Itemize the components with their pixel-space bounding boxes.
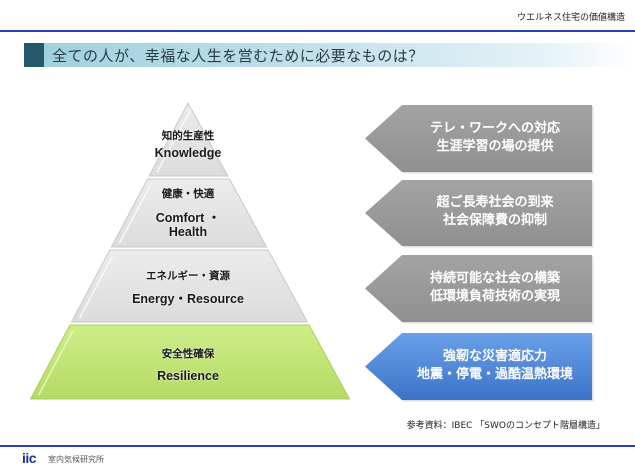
arrow-label-resilience: 強靭な災害適応力 地震・停電・過酷温熱環境	[395, 348, 595, 384]
arrow-label-knowledge: テレ・ワークへの対応 生涯学習の場の提供	[395, 120, 595, 156]
tier-energy-resource: エネルギー・資源 Energy・Resource	[98, 268, 278, 307]
heading-marker	[24, 43, 44, 67]
tier-comfort-en: Comfort ・	[155, 211, 221, 225]
tier-comfort-health: 健康・快適 Comfort ・ Health	[118, 186, 258, 239]
tier-knowledge-shape	[148, 101, 229, 177]
arrow-comfort-line1: 超ご長寿社会の到来	[436, 195, 554, 210]
arrow-energy-shape	[365, 255, 592, 322]
tier-highlight	[78, 255, 114, 319]
tier-highlight	[37, 330, 74, 396]
tier-knowledge-en: Knowledge	[154, 146, 222, 160]
footer-organization: 室内気候研究所	[48, 455, 104, 464]
arrow-energy-line2: 低環境負荷技術の実現	[429, 289, 560, 304]
tier-health-en: Health	[168, 225, 208, 239]
arrow-energy-line1: 持続可能な社会の構築	[429, 271, 560, 286]
tier-knowledge: 知的生産性 Knowledge	[128, 128, 248, 160]
arrow-resilience-shape	[365, 333, 592, 400]
iic-logo: iic	[22, 450, 37, 466]
arrow-knowledge-shape	[365, 105, 592, 172]
arrow-label-comfort: 超ご長寿社会の到来 社会保障費の抑制	[395, 194, 595, 230]
tier-resilience: 安全性確保 Resilience	[98, 346, 278, 383]
source-citation: 参考資料：IBEC 「SWOのコンセプト階層構造」	[406, 421, 605, 431]
tier-comfort-shape	[110, 178, 268, 248]
arrow-resilience-line1: 強靭な災害適応力	[442, 349, 547, 364]
arrow-knowledge-line1: テレ・ワークへの対応	[429, 121, 560, 136]
tier-energy-en: Energy・Resource	[132, 292, 244, 306]
tier-energy-shape	[70, 249, 309, 323]
tier-highlight	[156, 108, 192, 173]
arrow-knowledge-line2: 生涯学習の場の提供	[436, 139, 554, 154]
tier-knowledge-jp: 知的生産性	[161, 130, 215, 142]
slide-header-title: ウエルネス住宅の価値構造	[516, 13, 625, 23]
arrow-resilience-line2: 地震・停電・過酷温熱環境	[416, 367, 573, 382]
tier-comfort-jp: 健康・快適	[161, 188, 215, 200]
tier-highlight	[118, 184, 152, 244]
tier-energy-jp: エネルギー・資源	[146, 270, 230, 282]
tier-resilience-jp: 安全性確保	[161, 348, 215, 360]
tier-resilience-en: Resilience	[157, 369, 219, 383]
arrow-label-energy: 持続可能な社会の構築 低環境負荷技術の実現	[395, 270, 595, 306]
arrow-comfort-shape	[365, 180, 592, 246]
heading-bar	[24, 43, 634, 67]
tier-resilience-shape	[29, 324, 351, 400]
footer-rule	[0, 445, 635, 447]
slide-heading: 全ての人が、幸福な人生を営むために必要なものは？	[52, 47, 424, 65]
header-rule	[0, 30, 635, 32]
arrow-comfort-line2: 社会保障費の抑制	[442, 213, 547, 228]
